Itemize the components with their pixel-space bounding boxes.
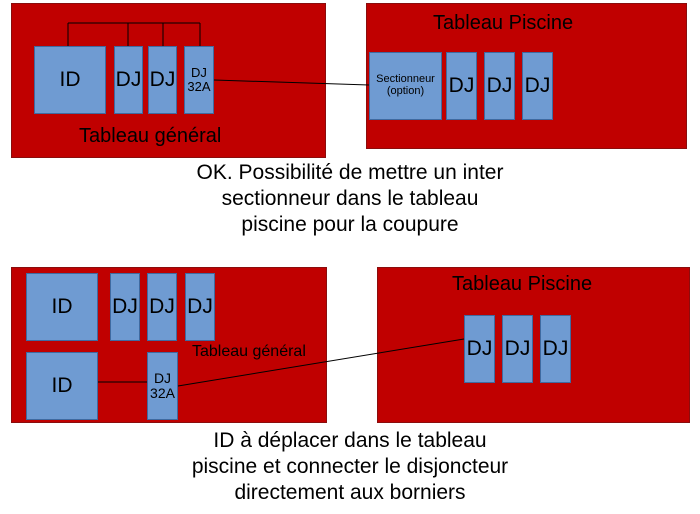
general-panel-1-title: Tableau général (79, 125, 222, 147)
dj-breaker-1a-label: DJ (115, 67, 142, 91)
dj-breaker-2a-label: DJ (112, 294, 138, 318)
dj-breaker-2c-label: DJ (187, 294, 213, 318)
pool-dj-breaker-2a-label: DJ (466, 336, 493, 360)
pool-dj-breaker-2c-label: DJ (542, 336, 569, 360)
id-breaker-2-top: ID (26, 273, 98, 341)
pool-dj-breaker-2b-label: DJ (504, 336, 531, 360)
pool-dj-breaker-1c: DJ (522, 52, 553, 120)
caption-2-line3: directement aux borniers (234, 481, 466, 504)
general-panel-2-title: Tableau général (192, 343, 306, 360)
dj-breaker-2c: DJ (185, 273, 215, 341)
pool-dj-breaker-1b-label: DJ (486, 73, 513, 97)
pool-dj-breaker-2b: DJ (502, 315, 533, 383)
dj32-breaker-1-label-line1: DJ (191, 65, 207, 81)
pool-dj-breaker-1a-label: DJ (448, 73, 475, 97)
dj-breaker-1b: DJ (148, 46, 177, 114)
dj32-breaker-1: DJ 32A (184, 46, 214, 114)
dj32-breaker-2: DJ 32A (147, 352, 178, 420)
dj32-breaker-1-label-line2: 32A (187, 79, 211, 94)
dj32-breaker-2-label-line1: DJ (153, 370, 172, 387)
pool-dj-breaker-2a: DJ (464, 315, 495, 383)
sectionneur-label-line2: (option) (386, 85, 425, 97)
caption-2: ID à déplacer dans le tableau piscine et… (0, 428, 700, 506)
pool-dj-breaker-1b: DJ (484, 52, 515, 120)
caption-1: OK. Possibilité de mettre un inter secti… (0, 160, 700, 238)
id-breaker-1-label: ID (59, 67, 81, 91)
pool-dj-breaker-1c-label: DJ (524, 73, 551, 97)
sectionneur-switch: Sectionneur (option) (369, 52, 442, 120)
dj-breaker-2a: DJ (110, 273, 140, 341)
id-breaker-1: ID (34, 46, 106, 114)
sectionneur-label-line1: Sectionneur (376, 73, 435, 86)
caption-2-line2: piscine et connecter le disjoncteur (191, 455, 509, 478)
caption-1-line3: piscine pour la coupure (241, 213, 459, 236)
dj32-breaker-2-label-line2: 32A (150, 385, 175, 401)
pool-panel-2-title: Tableau Piscine (452, 273, 593, 295)
dj-breaker-1a: DJ (114, 46, 143, 114)
id-breaker-2-bottom: ID (26, 352, 98, 420)
caption-1-line2: sectionneur dans le tableau (221, 187, 479, 210)
caption-1-line1: OK. Possibilité de mettre un inter (196, 161, 504, 184)
dj-breaker-2b: DJ (147, 273, 177, 341)
pool-dj-breaker-2c: DJ (540, 315, 571, 383)
id-breaker-2-bottom-label: ID (51, 373, 73, 397)
pool-dj-breaker-1a: DJ (446, 52, 477, 120)
pool-panel-1-title: Tableau Piscine (433, 12, 574, 34)
dj-breaker-1b-label: DJ (149, 67, 176, 91)
dj-breaker-2b-label: DJ (149, 294, 175, 318)
id-breaker-2-top-label: ID (51, 294, 73, 318)
caption-2-line1: ID à déplacer dans le tableau (213, 429, 487, 452)
